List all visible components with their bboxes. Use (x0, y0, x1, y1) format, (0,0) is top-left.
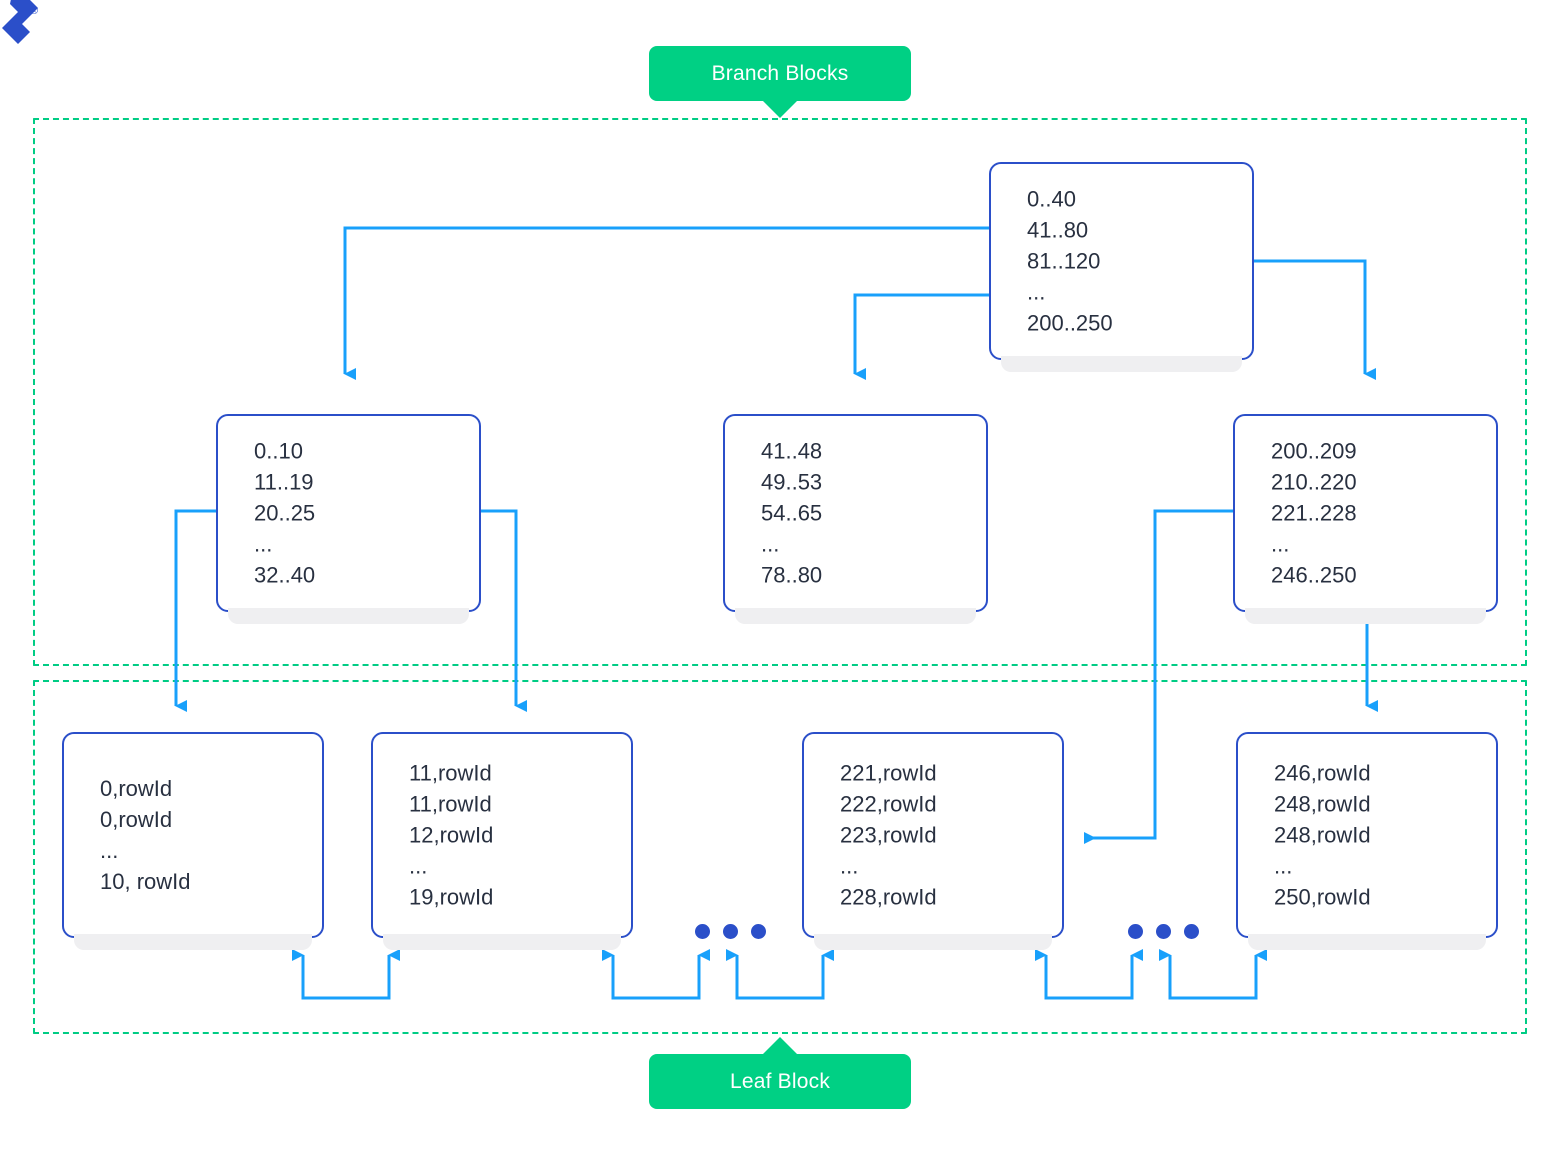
block-entry: 41..48 (761, 438, 823, 464)
ellipsis-dot (1128, 924, 1143, 939)
ellipsis-dot (751, 924, 766, 939)
toptal-logo-icon (2, 0, 38, 44)
block-entry: 54..65 (761, 500, 823, 526)
ellipsis-dot (723, 924, 738, 939)
block-entry: 0..10 (254, 438, 303, 464)
block-entry: 20..25 (254, 500, 316, 526)
ellipsis-dot (695, 924, 710, 939)
block-entry: ... (1274, 853, 1293, 879)
block-entry: 41..80 (1027, 217, 1089, 243)
leaf-block-label-text: Leaf Block (729, 1069, 831, 1093)
block-entry: 221,rowId (840, 760, 937, 786)
block-entry: 81..120 (1027, 248, 1101, 274)
leaf-block-label: Leaf Block (649, 1037, 911, 1109)
block-entry: 221..228 (1271, 500, 1357, 526)
block-entry: ... (100, 838, 119, 863)
ellipsis-dot (1184, 924, 1199, 939)
leaf-block-2-entries: 11,rowId 11,rowId 12,rowId... 19,rowId (409, 758, 493, 913)
branch-blocks-label: Branch Blocks (649, 46, 911, 118)
block-entry: 222,rowId (840, 791, 937, 817)
branch-block-2-entries: 41..48 49..53 54..65... 78..80 (761, 436, 822, 591)
block-entry: 250,rowId (1274, 884, 1371, 910)
leaf-ellipsis-1 (695, 924, 766, 939)
block-entry: 248,rowId (1274, 822, 1371, 848)
block-entry: 10, rowId (100, 869, 191, 894)
block-entry: ... (1027, 279, 1046, 305)
ellipsis-dot (1156, 924, 1171, 939)
block-entry: 11..19 (254, 469, 314, 495)
leaf-block-3-entries: 221,rowId 222,rowId 223,rowId... 228,rowId (840, 758, 937, 913)
block-entry: ... (409, 853, 428, 879)
block-entry: 246,rowId (1274, 760, 1371, 786)
block-entry: 19,rowId (409, 884, 494, 910)
block-entry: 12,rowId (409, 822, 494, 848)
branch-blocks-region (33, 118, 1527, 666)
root-branch-block-entries: 0..40 41..80 81..120... 200..250 (1027, 184, 1113, 339)
branch-block-1[interactable]: 0..10 11..19 20..25... 32..40 (216, 414, 481, 624)
leaf-block-2[interactable]: 11,rowId 11,rowId 12,rowId... 19,rowId (371, 732, 633, 950)
branch-block-3-entries: 200..209 210..220 221..228... 246..250 (1271, 436, 1357, 591)
block-entry: 11,rowId (409, 760, 492, 786)
branch-blocks-label-text: Branch Blocks (711, 61, 849, 85)
block-entry: 228,rowId (840, 884, 937, 910)
block-entry: 248,rowId (1274, 791, 1371, 817)
leaf-block-1-entries: 0,rowId 0,rowId... 10, rowId (100, 773, 191, 897)
branch-block-2[interactable]: 41..48 49..53 54..65... 78..80 (723, 414, 988, 624)
block-entry: ... (761, 531, 780, 557)
block-entry: 223,rowId (840, 822, 937, 848)
leaf-block-1[interactable]: 0,rowId 0,rowId... 10, rowId (62, 732, 324, 950)
leaf-blocks-region (33, 680, 1527, 1034)
block-entry: 200..209 (1271, 438, 1357, 464)
leaf-block-4-entries: 246,rowId 248,rowId 248,rowId... 250,rowId (1274, 758, 1371, 913)
block-entry: 210..220 (1271, 469, 1357, 495)
branch-block-1-entries: 0..10 11..19 20..25... 32..40 (254, 436, 315, 591)
block-entry: ... (254, 531, 273, 557)
callout-tail-up (763, 1037, 797, 1054)
block-entry: 0,rowId (100, 807, 173, 832)
block-entry: 11,rowId (409, 791, 492, 817)
block-entry: 49..53 (761, 469, 823, 495)
root-branch-block[interactable]: 0..40 41..80 81..120... 200..250 (989, 162, 1254, 372)
callout-tail-down (763, 101, 797, 118)
block-entry: 200..250 (1027, 310, 1113, 336)
block-entry: 0,rowId (100, 776, 173, 801)
block-entry: 0..40 (1027, 186, 1076, 212)
registered-trademark-icon: ® (29, 5, 39, 17)
block-entry: ... (1271, 531, 1290, 557)
leaf-ellipsis-2 (1128, 924, 1199, 939)
leaf-block-4[interactable]: 246,rowId 248,rowId 248,rowId... 250,rowId (1236, 732, 1498, 950)
leaf-block-3[interactable]: 221,rowId 222,rowId 223,rowId... 228,rowId (802, 732, 1064, 950)
block-entry: ... (840, 853, 859, 879)
block-entry: 246..250 (1271, 562, 1357, 588)
block-entry: 78..80 (761, 562, 823, 588)
branch-block-3[interactable]: 200..209 210..220 221..228... 246..250 (1233, 414, 1498, 624)
block-entry: 32..40 (254, 562, 316, 588)
